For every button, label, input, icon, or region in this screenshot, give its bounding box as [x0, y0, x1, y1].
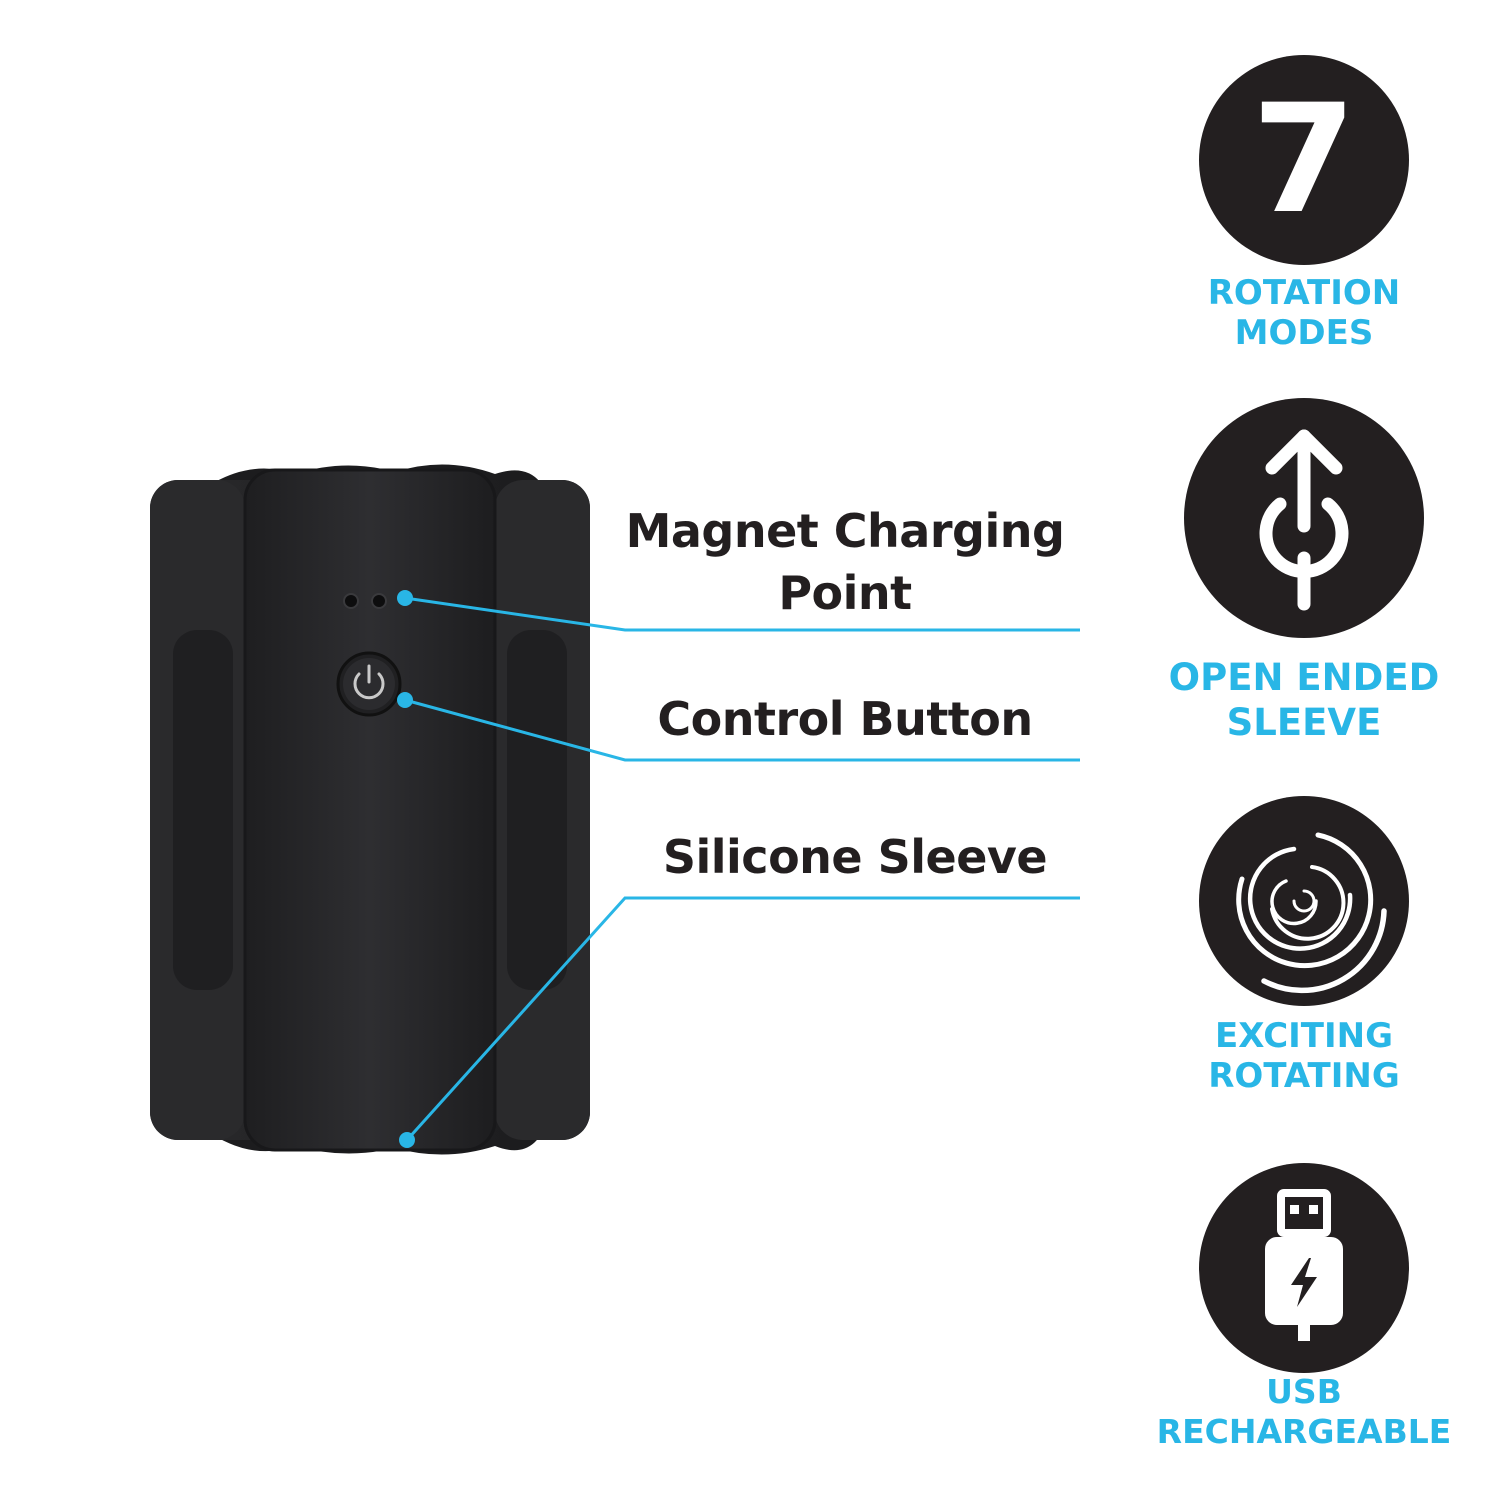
- feature-label-line1: EXCITING: [1214, 1016, 1394, 1056]
- feature-label-line1: USB: [1266, 1372, 1342, 1411]
- feature-label-line1: OPEN ENDED: [1168, 656, 1440, 699]
- feature-label-line2: SLEEVE: [1226, 701, 1382, 744]
- feature-label-line2: MODES: [1234, 313, 1374, 353]
- feature-exciting-rotating: EXCITING ROTATING: [1134, 1016, 1474, 1096]
- magnet-label-line2: Point: [778, 566, 912, 620]
- number-7-icon: 7: [1199, 55, 1409, 265]
- feature-rotation-modes: ROTATION MODES: [1134, 273, 1474, 353]
- feature-label-line2: RECHARGEABLE: [1156, 1412, 1452, 1451]
- feature-open-ended-sleeve: OPEN ENDED SLEEVE: [1134, 655, 1474, 745]
- magnet-charging-label: Magnet Charging Point: [620, 500, 1070, 624]
- open-ended-sleeve-icon: [1184, 398, 1424, 638]
- power-button[interactable]: [336, 651, 402, 717]
- charging-pin-right: [371, 593, 387, 609]
- charging-pin-left: [343, 593, 359, 609]
- feature-label-line1: ROTATION: [1207, 273, 1401, 313]
- control-button-label: Control Button: [657, 692, 1033, 746]
- usb-plug-icon: [1199, 1163, 1409, 1373]
- spiral-icon: [1199, 796, 1409, 1006]
- feature-label-line2: ROTATING: [1208, 1056, 1400, 1096]
- feature-usb-rechargeable: USB RECHARGEABLE: [1134, 1372, 1474, 1452]
- rotation-modes-number: 7: [1251, 73, 1357, 247]
- magnet-label-line1: Magnet Charging: [625, 504, 1065, 558]
- silicone-sleeve-label: Silicone Sleeve: [662, 830, 1048, 884]
- device-illustration: [150, 464, 590, 1155]
